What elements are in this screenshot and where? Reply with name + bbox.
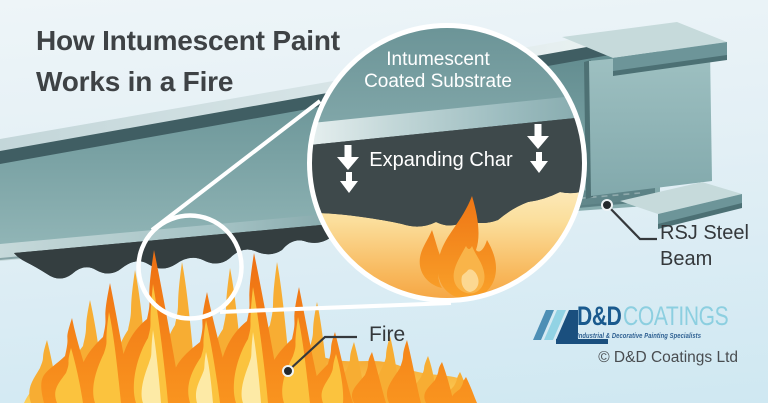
char-layer-under-beam xyxy=(14,224,332,279)
magnifier-connector-line-lower xyxy=(219,301,452,314)
page-title-line2: Works in a Fire xyxy=(36,66,234,97)
expanding-char-label: Expanding Char xyxy=(369,149,513,171)
down-arrow-icon xyxy=(527,124,549,149)
end-top-flange-top-face xyxy=(562,22,727,58)
page-title-line1: How Intumescent Paint xyxy=(36,25,340,56)
fire-leader-line xyxy=(287,335,357,372)
end-bottom-flange-under-lip xyxy=(658,203,742,229)
logo-mark xyxy=(533,310,608,344)
logo-underline xyxy=(556,339,608,344)
fire-inner-tongues xyxy=(55,284,344,403)
down-arrow-icon xyxy=(340,172,358,193)
substrate-label-line1: Intumescent xyxy=(386,49,490,70)
fire-core-tongues xyxy=(141,330,261,403)
beam-end-cross-section xyxy=(562,22,742,229)
end-bottom-flange-top-face xyxy=(620,182,742,214)
end-top-flange-under-lip xyxy=(613,55,727,76)
expansion-arrows xyxy=(337,124,549,193)
magnifier-lens-ring xyxy=(307,23,587,303)
logo-tagline: Industrial & Decorative Painting Special… xyxy=(577,331,702,340)
logo-stripe-light-blue xyxy=(544,310,566,340)
substrate-highlight-band xyxy=(310,94,584,146)
page-title: How Intumescent Paint Works in a Fire xyxy=(36,20,376,102)
logo-stripe-dark-triangle xyxy=(556,310,578,340)
logo-name-bold: D&D xyxy=(577,301,622,331)
magnifier-small-circle xyxy=(136,213,244,321)
flame-in-lens xyxy=(419,196,520,300)
end-web-cut-face xyxy=(589,49,712,196)
rsj-beam-callout-label: RSJ Steel Beam xyxy=(660,220,749,272)
copyright-text: © D&D Coatings Ltd xyxy=(598,349,738,366)
rsj-beam-label-line2: Beam xyxy=(660,248,713,270)
rsj-leader-dot xyxy=(601,199,613,211)
company-logo: D&DCOATINGS Industrial & Decorative Pain… xyxy=(577,301,768,340)
magnifier-connector-line-upper xyxy=(150,99,322,232)
down-arrow-icon xyxy=(530,152,548,173)
logo-name: D&DCOATINGS xyxy=(577,301,768,331)
down-arrow-icon xyxy=(337,145,359,170)
end-bottom-flange-front-face xyxy=(658,194,742,225)
rsj-beam-label-line1: RSJ Steel xyxy=(660,222,749,244)
fire-callout-label: Fire xyxy=(369,323,406,346)
logo-stripe-medium-blue xyxy=(533,310,554,340)
rsj-leader xyxy=(601,199,657,241)
logo-name-light: COATINGS xyxy=(623,301,729,331)
substrate-label: Intumescent Coated Substrate xyxy=(338,49,538,93)
fire-leader-dot xyxy=(282,365,294,377)
rsj-leader-line xyxy=(606,204,657,241)
end-top-flange-front-face xyxy=(613,42,727,72)
fire-leader xyxy=(282,335,357,377)
substrate-label-line2: Coated Substrate xyxy=(364,71,512,92)
